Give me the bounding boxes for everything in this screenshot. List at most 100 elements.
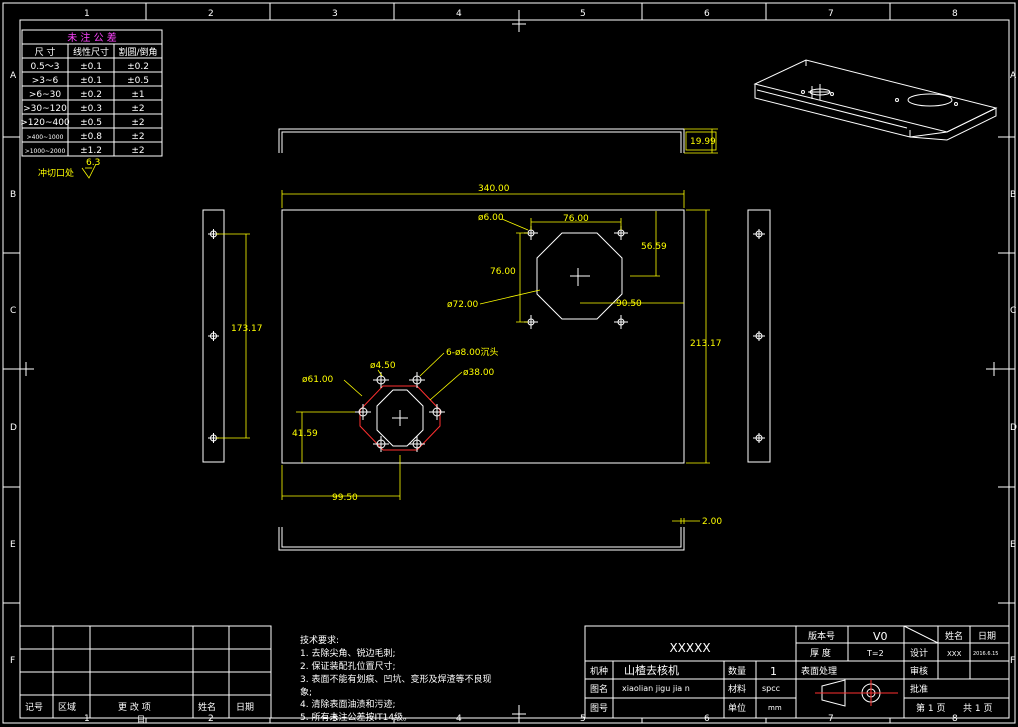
table-cell: >120~400 <box>20 118 70 128</box>
table-cell: ±0.5 <box>127 76 149 86</box>
drawing-value: xiaolian jigu jia n <box>622 684 690 693</box>
row-letter: E <box>1010 540 1016 550</box>
table-cell: ±0.1 <box>80 76 102 86</box>
main-plate <box>281 209 685 464</box>
top-flange-view <box>278 128 685 153</box>
revision-block <box>19 625 272 719</box>
table-cell: ±0.1 <box>80 62 102 72</box>
row-letter: F <box>10 656 15 666</box>
tech-item: 4. 清除表面油渍和污迹; <box>300 698 395 710</box>
roughness-value: 6.3 <box>86 158 100 168</box>
table-cell: ±0.3 <box>80 104 102 114</box>
version-value: V0 <box>873 630 888 643</box>
roughness-symbol-icon: 6.3 <box>81 158 100 179</box>
col-number: 7 <box>828 714 834 724</box>
dim-label: 90.50 <box>616 299 642 309</box>
row-letter: E <box>10 540 16 550</box>
thickness-label: 厚 度 <box>810 647 831 659</box>
table-cell: >3~6 <box>32 76 59 86</box>
total-label: 共 1 页 <box>963 703 992 714</box>
right-side-view <box>747 209 771 463</box>
table-cell: ±1.2 <box>80 146 102 156</box>
col-number: 3 <box>332 9 338 19</box>
dim-label: 76.00 <box>563 214 589 224</box>
tolerance-title: 未 注 公 差 <box>67 31 117 44</box>
table-cell: >1000~2000 <box>25 148 66 155</box>
dim-label: 56.59 <box>641 242 667 252</box>
col-number: 3 <box>332 714 338 724</box>
number-label: 图号 <box>590 703 608 714</box>
design-date: 2016.6.15 <box>973 651 998 657</box>
surface-label: 表面处理 <box>801 665 837 677</box>
tolerance-table: 未 注 公 差 尺 寸 线性尺寸 割圆/倒角 0.5～3 ±0.1 ±0.2 >… <box>20 29 163 157</box>
revision-header: 更 改 项 <box>118 701 151 713</box>
row-letter: D <box>10 423 17 433</box>
table-cell: ±0.2 <box>80 90 102 100</box>
table-cell: >400~1000 <box>27 134 64 141</box>
col-number: 8 <box>952 9 958 19</box>
tech-item: 5. 所有未注公差按IT14级。 <box>300 711 412 723</box>
isometric-view <box>753 59 998 141</box>
dim-overall-height: 213.17 <box>686 209 722 464</box>
col-number: 2 <box>208 9 214 19</box>
dim-label: ø61.00 <box>302 375 334 385</box>
col-number: 5 <box>580 9 586 19</box>
col-number: 1 <box>84 714 90 724</box>
dim-label: 173.17 <box>231 324 263 334</box>
tech-requirements: 技术要求: 1. 去除尖角、锐边毛刺; 2. 保证装配孔位置尺寸; 3. 表面不… <box>300 634 491 723</box>
row-letter: F <box>1010 656 1015 666</box>
approve-label: 批准 <box>910 683 928 695</box>
drawing-label: 图名 <box>590 683 608 695</box>
table-cell: ±2 <box>131 118 144 128</box>
dim-label: 41.59 <box>292 429 318 439</box>
punch-note: 冲切口处 <box>38 167 74 179</box>
design-name: XXX <box>947 650 962 658</box>
title-block <box>584 625 1010 719</box>
col-number: 4 <box>456 9 462 19</box>
revision-header: 日期 <box>236 702 254 713</box>
material-label: 材料 <box>728 683 746 695</box>
dim-label: 340.00 <box>478 184 510 194</box>
col-number: 1 <box>84 9 90 19</box>
table-cell: ±2 <box>131 146 144 156</box>
version-label: 版本号 <box>808 630 835 642</box>
tech-item: 2. 保证装配孔位置尺寸; <box>300 660 395 672</box>
design-label: 设计 <box>910 647 928 659</box>
col-number: 6 <box>704 714 710 724</box>
dim-label: 2.00 <box>702 517 722 527</box>
dim-label: ø72.00 <box>447 300 479 310</box>
dim-label: ø38.00 <box>463 368 495 378</box>
table-cell: ±2 <box>131 132 144 142</box>
dim-thickness: 2.00 <box>672 517 722 527</box>
table-cell: ±1 <box>131 90 144 100</box>
dim-label: 76.00 <box>490 267 516 277</box>
dim-label: ø4.50 <box>370 361 396 371</box>
row-letter: C <box>1010 306 1016 316</box>
thickness-value: T=2 <box>866 649 884 658</box>
tolerance-header: 割圆/倒角 <box>118 46 157 58</box>
drawing-name: XXXXX <box>669 641 710 655</box>
bottom-flange-view <box>278 527 685 551</box>
table-cell: >30~120 <box>23 104 67 114</box>
row-letter: C <box>10 306 16 316</box>
dim-label: 6-ø8.00沉头 <box>446 347 499 358</box>
tolerance-header: 尺 寸 <box>35 46 56 58</box>
unit-value: mm <box>768 704 782 712</box>
material-value: spcc <box>762 684 780 693</box>
dim-flange-height: 19.99 <box>684 128 718 154</box>
col-number: 4 <box>456 714 462 724</box>
revision-header: 姓名 <box>198 701 216 713</box>
row-letter: A <box>1010 71 1017 81</box>
row-letter: B <box>1010 190 1016 200</box>
dim-overall-width: 340.00 <box>281 184 685 208</box>
revision-header: 记号 <box>25 702 43 713</box>
page-label: 第 1 页 <box>916 702 945 714</box>
col-number: 2 <box>208 714 214 724</box>
machine-label: 机种 <box>590 665 608 677</box>
revision-sub: 目 <box>137 715 145 724</box>
octagon-cutout <box>376 389 424 447</box>
table-cell: ±0.5 <box>80 118 102 128</box>
dim-label: 99.50 <box>332 493 358 503</box>
